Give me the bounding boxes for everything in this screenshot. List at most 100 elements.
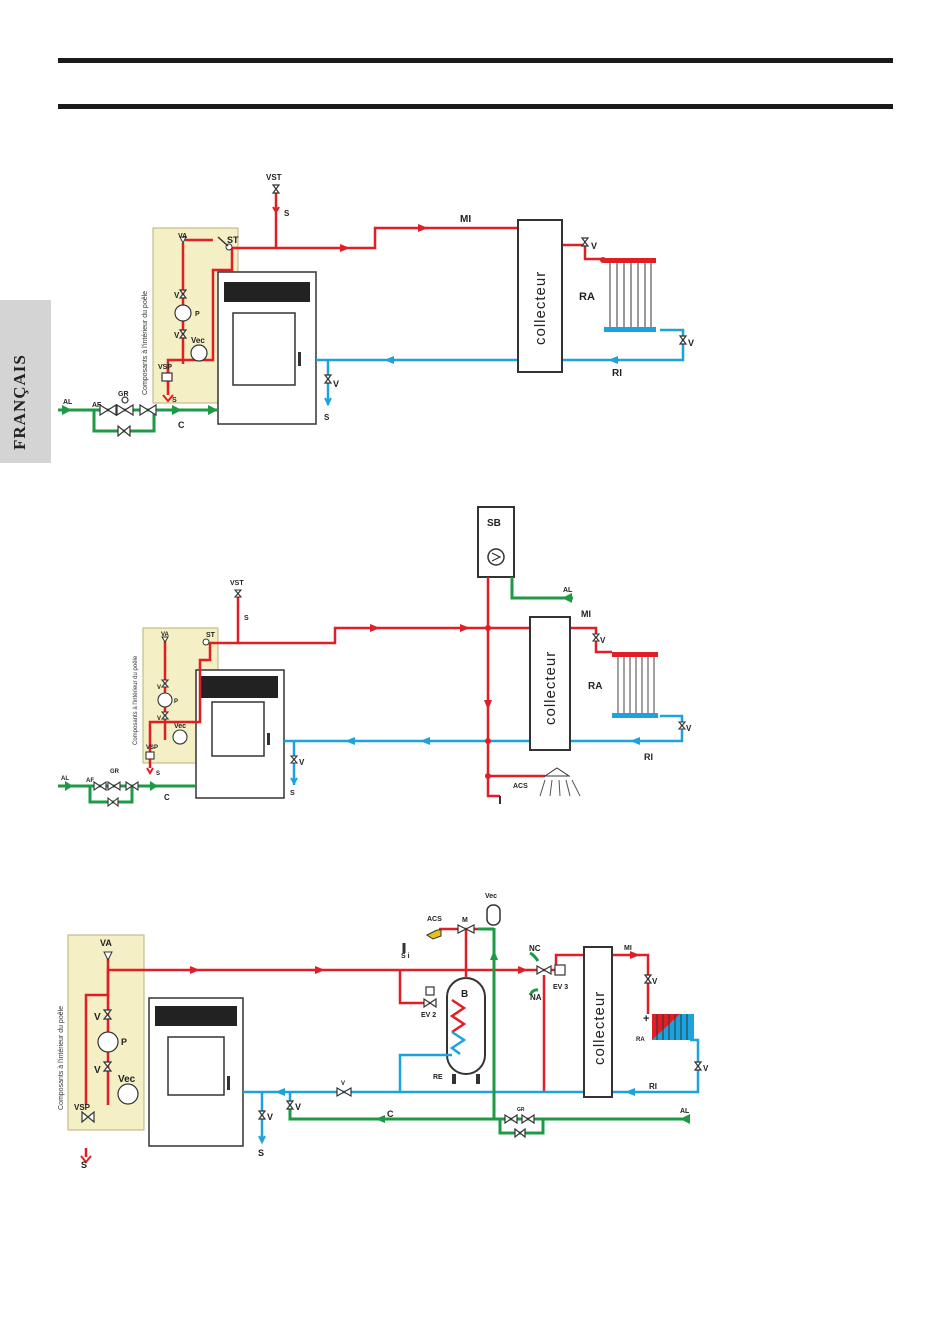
stove xyxy=(217,271,317,425)
radiator xyxy=(600,257,656,332)
boiler-sb xyxy=(477,506,515,578)
boiler-b xyxy=(446,977,486,1084)
label-s: S xyxy=(156,771,160,777)
label-v: V xyxy=(333,379,339,389)
label-v: V xyxy=(341,1081,345,1087)
stove xyxy=(148,997,244,1147)
label-s: S xyxy=(258,1148,264,1158)
panel-caption: Composants à l'intérieur du poêle xyxy=(133,655,139,745)
label-c: C xyxy=(178,420,185,430)
label-va: VA xyxy=(161,632,170,638)
collector-label: collecteur xyxy=(591,991,608,1065)
label-vec: Vec xyxy=(118,1074,136,1085)
label-p: P xyxy=(195,311,200,318)
label-vec: Vec xyxy=(485,893,497,900)
collector xyxy=(517,219,563,373)
label-mi: MI xyxy=(581,609,591,619)
label-acs: ACS xyxy=(513,783,528,790)
label-ev2: EV 2 xyxy=(421,1012,436,1019)
label-v: V xyxy=(703,1064,709,1073)
label-si: S i xyxy=(401,953,410,960)
label-s: S xyxy=(284,209,290,218)
label-sb: SB xyxy=(487,518,501,529)
label-mi: MI xyxy=(460,214,471,225)
label-ev3: EV 3 xyxy=(553,984,568,991)
label-nc: NC xyxy=(529,944,541,953)
label-c: C xyxy=(387,1109,394,1119)
label-ri: RI xyxy=(644,752,653,762)
label-v: V xyxy=(600,636,606,645)
valve-icons xyxy=(99,184,688,438)
flow-arrows xyxy=(340,224,428,252)
label-gr: GR xyxy=(110,769,120,775)
label-ri: RI xyxy=(649,1082,657,1091)
label-acs: ACS xyxy=(427,916,442,923)
top-rule xyxy=(58,58,893,63)
label-al: AL xyxy=(61,776,69,782)
label-al: AL xyxy=(680,1108,690,1115)
panel-caption: Composants à l'intérieur du poêle xyxy=(142,291,149,395)
radiator xyxy=(652,1014,694,1040)
label-gr: GR xyxy=(517,1107,525,1113)
label-s: S xyxy=(244,615,249,622)
label-p: P xyxy=(121,1037,127,1047)
label-va: VA xyxy=(178,233,187,240)
label-st: ST xyxy=(227,235,239,245)
collector-label: collecteur xyxy=(532,271,549,345)
label-gr: GR xyxy=(118,391,129,398)
panel-caption: Composants à l'intérieur du poêle xyxy=(58,1006,65,1110)
label-v: V xyxy=(157,716,161,722)
return-line xyxy=(316,328,685,405)
expansion-tank xyxy=(486,904,501,926)
label-af: AF xyxy=(92,402,102,409)
label-vec: Vec xyxy=(174,723,186,730)
flow-line xyxy=(166,192,603,395)
label-na: NA xyxy=(530,993,542,1002)
label-v: V xyxy=(299,758,305,767)
label-al: AL xyxy=(563,587,573,594)
label-mi: MI xyxy=(624,945,632,952)
language-tab xyxy=(0,300,51,463)
diagram-3: Composants à l'intérieur du poêle xyxy=(58,893,709,1170)
label-b: B xyxy=(461,989,468,1000)
label-v: V xyxy=(157,685,161,691)
return-line xyxy=(284,714,684,785)
shower-acs xyxy=(539,767,581,797)
label-al: AL xyxy=(63,399,73,406)
label-vsp: VSP xyxy=(74,1103,91,1112)
label-af: AF xyxy=(86,778,94,784)
label-vsp: VSP xyxy=(146,745,158,751)
label-vec: Vec xyxy=(191,336,205,345)
label-re: RE xyxy=(433,1074,443,1081)
label-v: V xyxy=(94,1012,101,1023)
stove xyxy=(195,669,285,799)
label-vst: VST xyxy=(230,580,244,587)
label-ri: RI xyxy=(612,368,622,379)
label-ra: RA xyxy=(579,291,595,303)
label-v: V xyxy=(267,1112,273,1122)
collector-label: collecteur xyxy=(542,651,559,725)
diagram-2: Composants à l'intérieur du poêle SB co xyxy=(58,506,692,808)
radiator xyxy=(612,652,658,718)
label-ra: RA xyxy=(588,681,602,692)
supply-line xyxy=(58,408,218,433)
valve-icons xyxy=(93,589,687,808)
label-v: V xyxy=(591,241,597,251)
label-s: S xyxy=(81,1160,87,1170)
label-v: V xyxy=(686,724,692,733)
label-v: V xyxy=(174,291,180,300)
label-va: VA xyxy=(100,938,112,948)
valve-icons xyxy=(81,924,703,1139)
label-ra: RA xyxy=(636,1037,645,1043)
label-vsp: VSP xyxy=(158,364,172,371)
label-v: V xyxy=(174,331,180,340)
label-m: M xyxy=(462,917,468,924)
label-vst: VST xyxy=(266,173,282,182)
collector xyxy=(583,946,613,1098)
label-v: V xyxy=(652,977,658,986)
label-plus: + xyxy=(643,1013,649,1025)
label-st: ST xyxy=(206,632,216,639)
label-s: S xyxy=(324,413,330,422)
label-v: V xyxy=(295,1102,301,1112)
header-rule xyxy=(58,104,893,109)
